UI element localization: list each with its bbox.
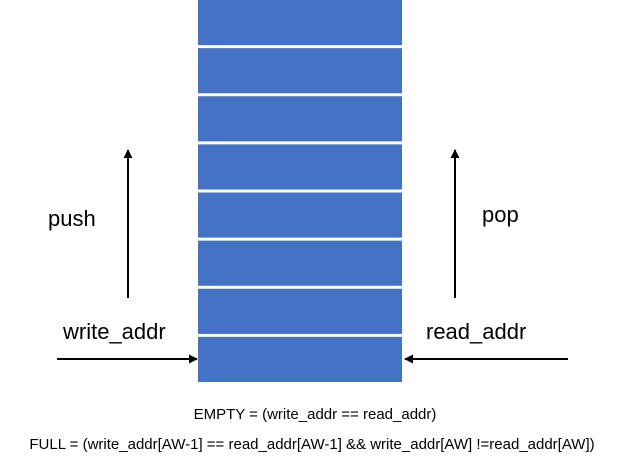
fifo-slot <box>198 96 402 142</box>
fifo-slot <box>198 288 402 334</box>
push-label: push <box>48 206 96 231</box>
fifo-slot <box>198 0 402 46</box>
pop-label: pop <box>482 202 519 227</box>
read-addr-label: read_addr <box>426 319 526 344</box>
full-formula: FULL = (write_addr[AW-1] == read_addr[AW… <box>29 436 594 453</box>
write-addr-label: write_addr <box>62 319 166 344</box>
empty-formula: EMPTY = (write_addr == read_addr) <box>194 406 437 423</box>
fifo-slot <box>198 240 402 286</box>
fifo-slot <box>198 336 402 382</box>
fifo-slot <box>198 48 402 94</box>
fifo-slot <box>198 144 402 190</box>
fifo-slot <box>198 192 402 238</box>
fifo-buffer-stack <box>198 0 402 382</box>
